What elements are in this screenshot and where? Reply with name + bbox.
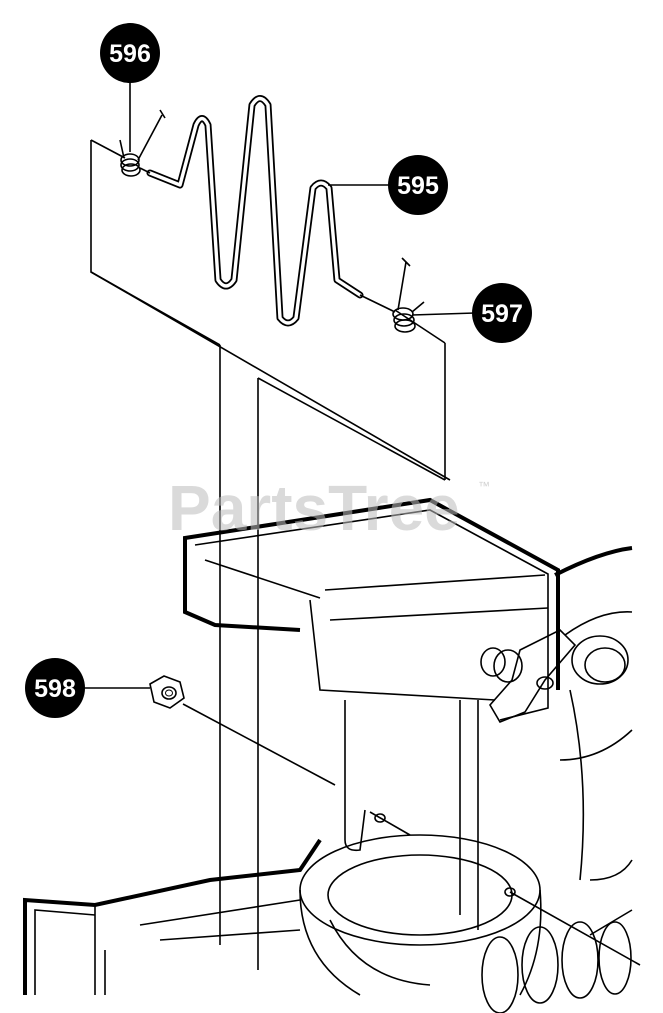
callout-597[interactable]: 597 bbox=[411, 283, 532, 343]
wing-knob bbox=[480, 629, 577, 723]
watermark-trademark: ™ bbox=[478, 479, 490, 493]
wire-bail-part-595 bbox=[146, 95, 364, 327]
callout-598-label: 598 bbox=[34, 675, 76, 703]
chute-assembly bbox=[183, 497, 641, 966]
callout-598[interactable]: 598 bbox=[25, 658, 150, 718]
spring-part-596 bbox=[119, 109, 166, 177]
chute-base-ring bbox=[299, 834, 542, 996]
callout-595[interactable]: 595 bbox=[328, 155, 448, 215]
watermark-text: PartsTree bbox=[168, 472, 460, 544]
explode-guide-upper bbox=[90, 139, 451, 970]
spring-part-597 bbox=[359, 257, 425, 333]
callout-595-label: 595 bbox=[397, 172, 439, 200]
callout-597-label: 597 bbox=[481, 300, 523, 328]
nut-part-598 bbox=[149, 675, 336, 786]
callout-596-label: 596 bbox=[109, 40, 151, 68]
auger-housing-frame bbox=[23, 838, 322, 995]
callout-596[interactable]: 596 bbox=[100, 23, 160, 152]
engine-housing bbox=[554, 546, 633, 881]
auger-spiral bbox=[481, 909, 633, 1013]
watermark: PartsTree ™ bbox=[168, 472, 490, 544]
